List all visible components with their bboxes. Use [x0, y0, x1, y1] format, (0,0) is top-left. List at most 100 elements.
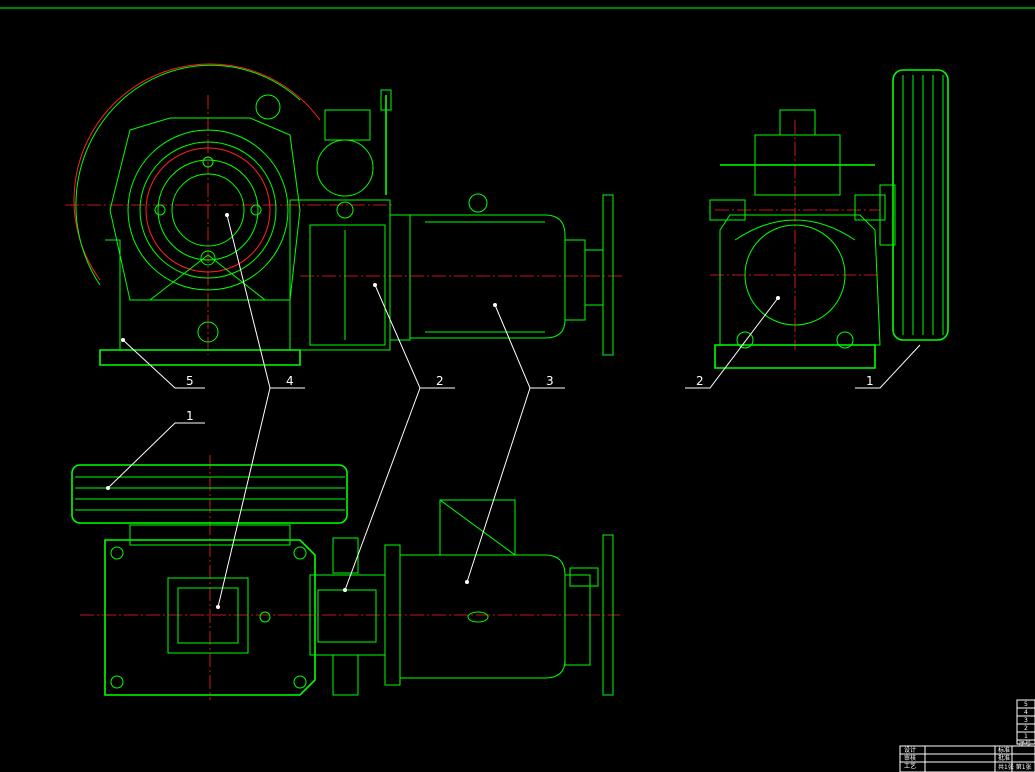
leader-3-front — [494, 304, 565, 389]
leader-dot — [121, 338, 125, 342]
callout-label: 3 — [546, 374, 554, 388]
terminal-box-diag — [439, 499, 516, 556]
inspection-cover-inner — [177, 587, 239, 644]
bolt — [250, 204, 262, 216]
coupling-plan-inner — [317, 589, 377, 643]
side-bore — [744, 224, 846, 326]
leaders — [106, 213, 921, 609]
leader-3-top — [466, 387, 531, 583]
coupling-housing — [289, 199, 391, 351]
sheave-hub — [879, 184, 896, 246]
handwheel — [602, 194, 614, 356]
corner-bolt — [110, 546, 124, 560]
leader-dot — [493, 303, 497, 307]
motor-body — [409, 214, 566, 339]
leader-4 — [226, 214, 305, 389]
leader-dot — [776, 296, 780, 300]
corner-bolt — [293, 546, 307, 560]
side-top-box — [779, 109, 816, 136]
inspection-cover — [167, 577, 249, 654]
motor-endcap-plan — [564, 574, 591, 666]
leader-1-top — [107, 422, 205, 489]
sheave-plan — [71, 464, 348, 524]
leader-5 — [122, 339, 205, 389]
corner-bolt — [293, 675, 307, 689]
cover-bolt — [259, 611, 271, 623]
callout-label: 1 — [866, 374, 874, 388]
coupling-bolt — [336, 201, 354, 219]
parts-list — [1016, 699, 1035, 745]
foot-bolt — [197, 321, 219, 343]
bore-outer — [157, 159, 259, 261]
brake-handle — [380, 89, 392, 111]
side-view — [709, 69, 949, 369]
housing-lower — [105, 239, 291, 351]
top-view — [71, 455, 620, 700]
leader-dot — [216, 605, 220, 609]
callout-labels: 5 4 2 3 2 1 1 — [186, 374, 874, 423]
callout-label: 2 — [696, 374, 704, 388]
bolt — [154, 204, 166, 216]
parts-row: 1 — [1024, 733, 1028, 740]
side-foot-bolt — [836, 331, 854, 349]
leader-4-top — [217, 387, 271, 608]
lifting-eye — [255, 94, 281, 120]
callout-label: 5 — [186, 374, 194, 388]
callout-label: 1 — [186, 409, 194, 423]
leader-2-side — [685, 297, 779, 389]
bore — [171, 173, 245, 247]
brake-arm-bottom — [332, 654, 359, 696]
terminal-box — [439, 499, 516, 556]
motor-flange — [389, 214, 411, 341]
tb-cell: 工艺 — [904, 762, 916, 770]
gearbox-top-rim — [129, 524, 291, 546]
housing-ring — [139, 141, 277, 279]
parts-row: 5 — [1024, 701, 1028, 708]
leader-1-side — [855, 344, 921, 389]
handwheel-plan — [602, 534, 614, 696]
front-view — [65, 63, 625, 366]
motor-key — [467, 611, 489, 623]
side-base — [714, 344, 876, 369]
brake-magnet — [324, 109, 371, 141]
parts-header: 序号 — [1019, 739, 1031, 747]
encoder — [569, 567, 599, 587]
title-block-frame — [899, 745, 1035, 772]
brake-arm-top — [332, 537, 359, 574]
spring-right — [854, 194, 886, 221]
motor-eye — [468, 193, 488, 213]
title-block: 5 4 3 2 1 序号 设计 审核 工艺 标准 批准 共1张 第1张 — [899, 699, 1035, 772]
guard-arc — [75, 64, 301, 286]
leader-dot — [106, 486, 110, 490]
side-arch — [734, 219, 856, 241]
housing-body — [109, 117, 301, 301]
motor-endcap — [564, 239, 586, 321]
bolt — [202, 156, 214, 168]
corner-bolt — [110, 675, 124, 689]
parts-row: 4 — [1024, 709, 1028, 716]
motor-plan — [399, 554, 566, 679]
leader-dot — [373, 283, 377, 287]
coupling — [309, 224, 386, 346]
callout-label: 2 — [436, 374, 444, 388]
gearbox-plan — [104, 539, 316, 696]
tb-cell: 标准 — [998, 746, 1010, 754]
leader-dot — [343, 588, 347, 592]
sheave-side — [892, 69, 949, 341]
support-rib — [149, 254, 266, 301]
sheave-arc — [73, 63, 321, 281]
bolt-circle — [145, 147, 271, 273]
bolt — [200, 250, 216, 266]
base-plate — [99, 349, 301, 366]
tb-cell: 审核 — [904, 754, 916, 762]
motor-fan — [584, 249, 604, 306]
housing-outer — [127, 129, 289, 291]
leader-2-top — [344, 387, 421, 591]
tb-cell: 设计 — [904, 746, 916, 754]
parts-row: 3 — [1024, 717, 1028, 724]
tb-cell: 共1张 第1张 — [998, 763, 1032, 771]
brake-drum — [316, 139, 374, 197]
leader-dot — [225, 213, 229, 217]
leader-dot — [465, 580, 469, 584]
